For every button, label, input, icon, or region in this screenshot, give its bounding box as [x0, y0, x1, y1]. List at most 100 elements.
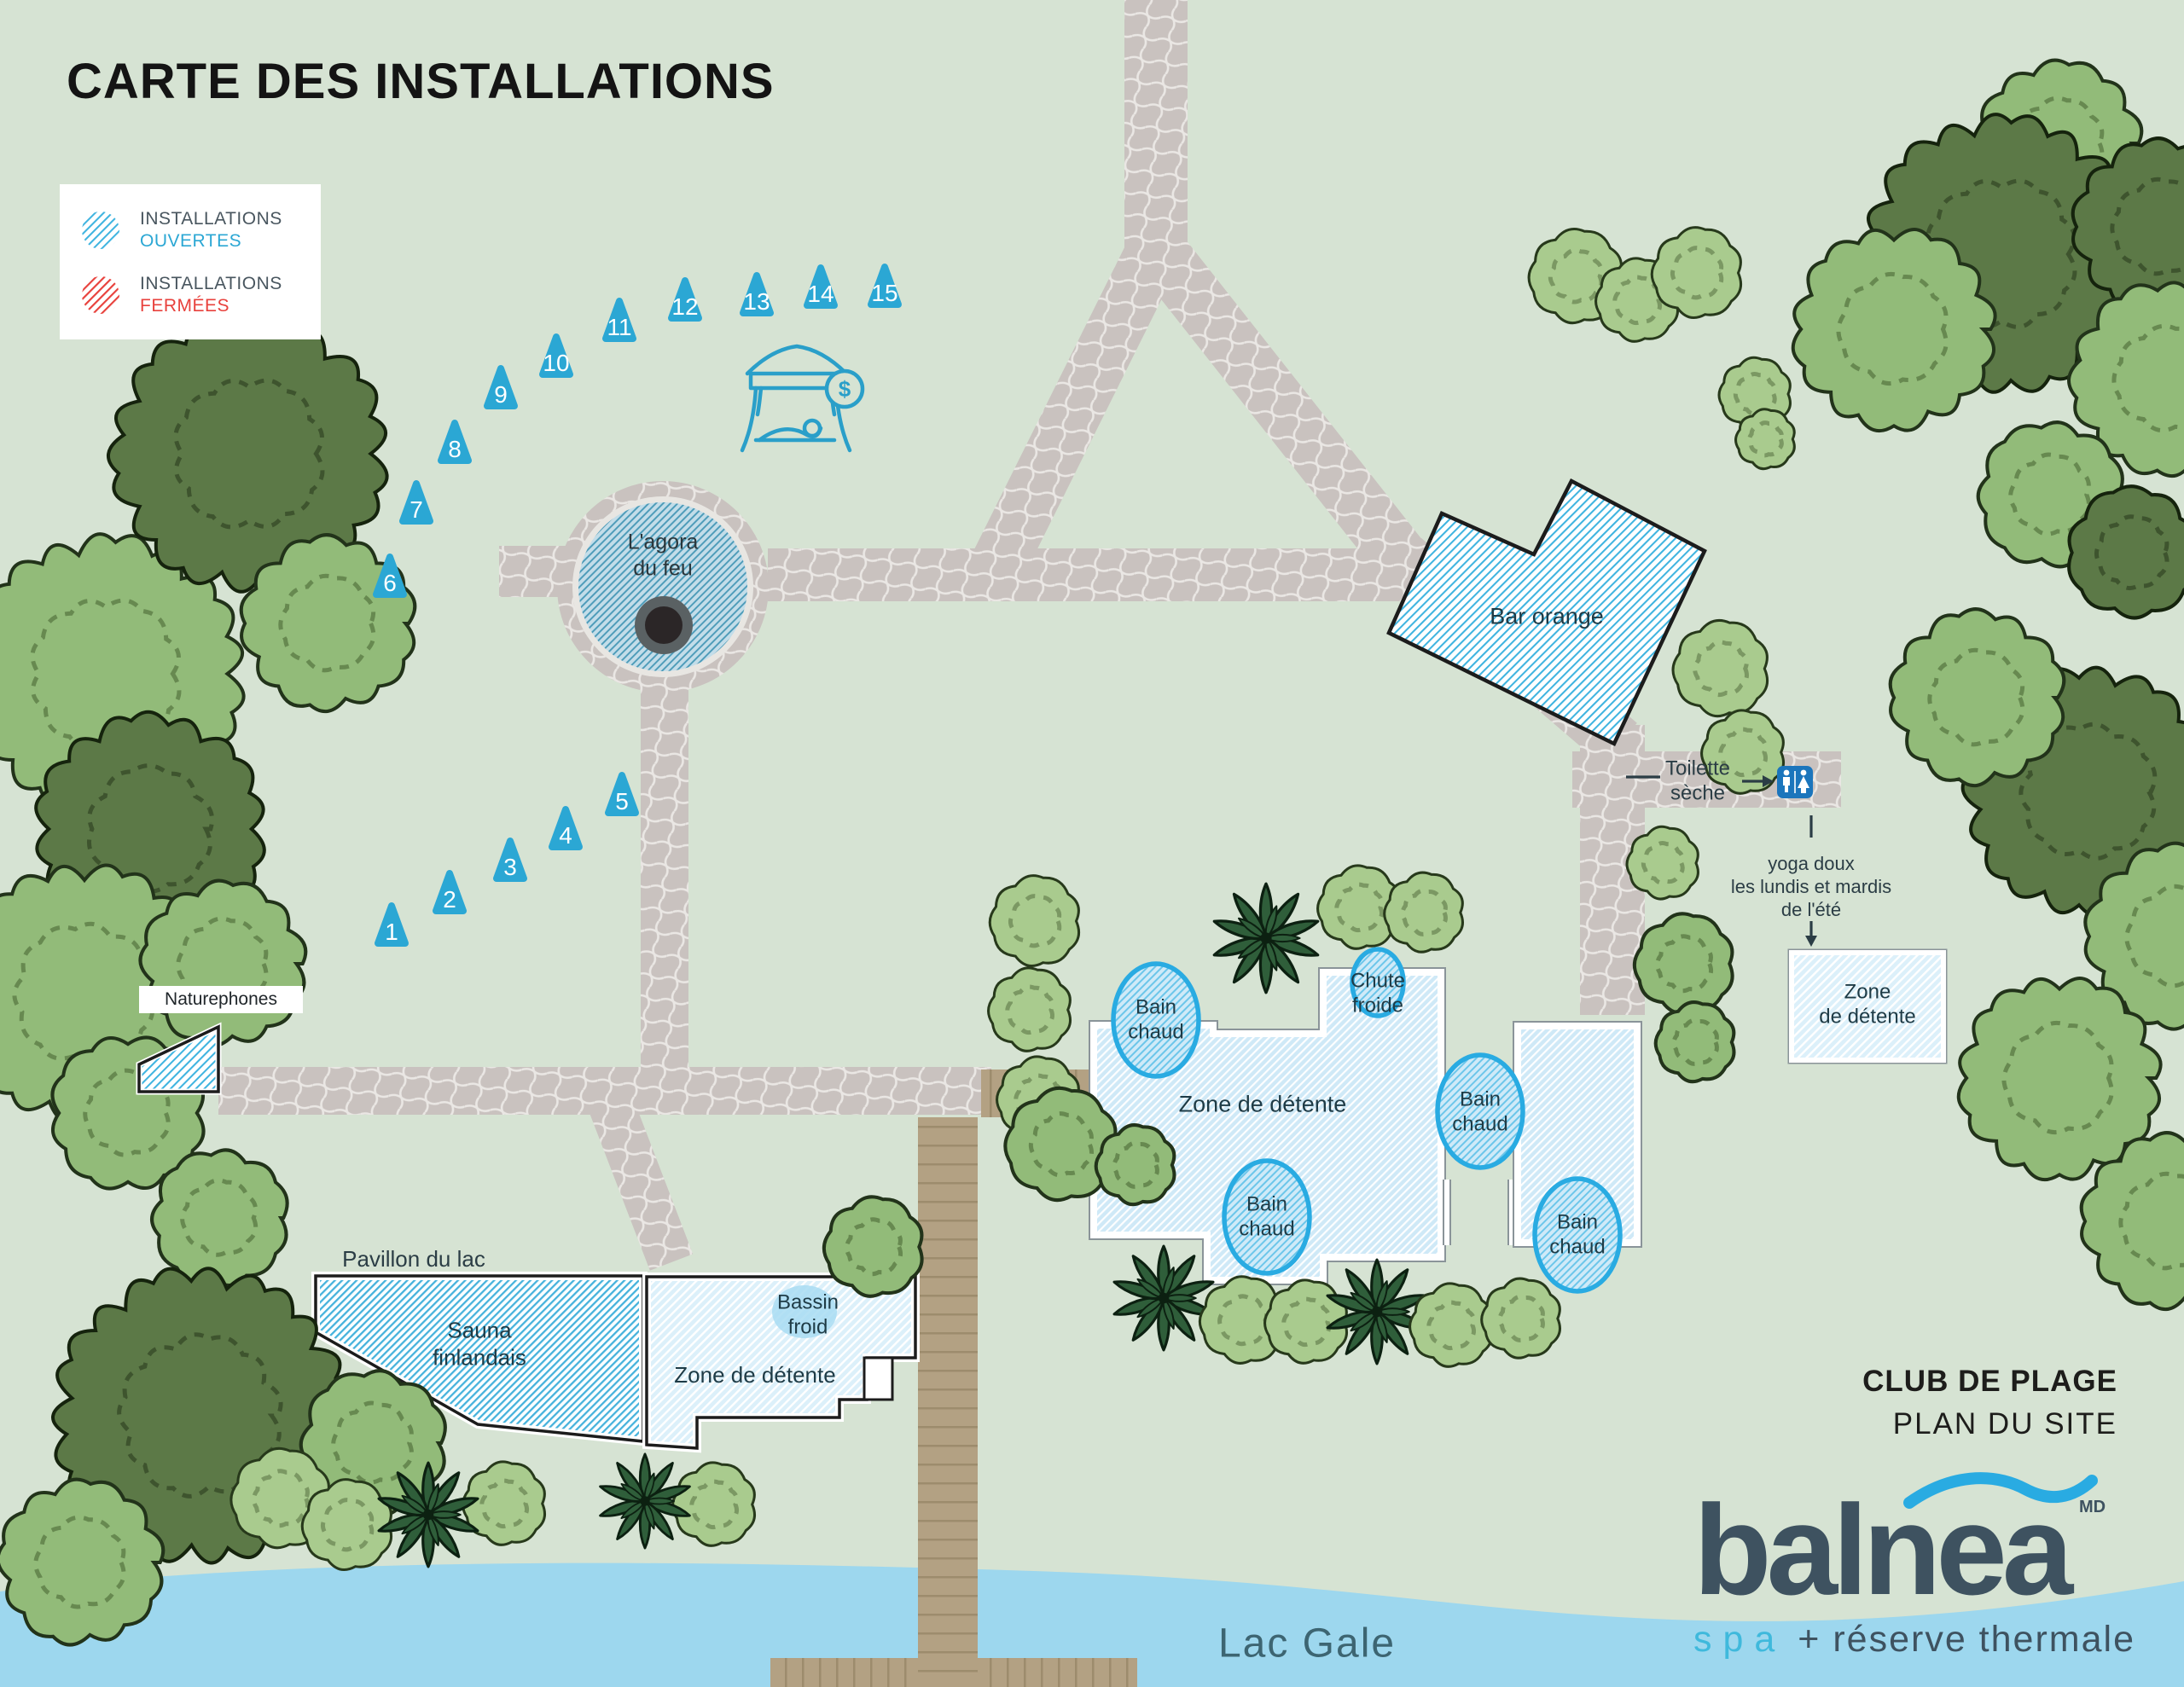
footer-title: CLUB DE PLAGE PLAN DU SITE — [1862, 1365, 2117, 1441]
bain-chaud-pool-2 — [1222, 1158, 1312, 1276]
tree-icon — [2071, 136, 2184, 317]
svg-text:5: 5 — [615, 788, 629, 815]
open-installations-icon — [82, 212, 119, 250]
svg-text:15: 15 — [871, 280, 897, 306]
marker-11: 11 — [602, 298, 636, 342]
bush-icon — [1480, 1277, 1561, 1359]
pavillon-label: Pavillon du lac — [342, 1246, 485, 1272]
tree-icon — [2079, 1131, 2184, 1312]
massage-tent-icon — [740, 344, 865, 453]
balnea-logo: balnea MD spa + réserve thermale — [1693, 1486, 2135, 1661]
bassin-froid-pool — [772, 1285, 837, 1338]
svg-text:7: 7 — [410, 496, 423, 523]
bush-icon — [1650, 226, 1743, 320]
marker-3: 3 — [493, 838, 527, 882]
tree-icon — [822, 1195, 924, 1298]
marker-1: 1 — [375, 902, 409, 947]
bush-icon — [1671, 619, 1769, 718]
bain-chaud-pool-4 — [1532, 1176, 1623, 1294]
club-de-plage: CLUB DE PLAGE — [1862, 1365, 2117, 1398]
bain-chaud-pool-1 — [1111, 961, 1201, 1079]
bush-icon — [987, 966, 1072, 1052]
dollar-badge: $ — [839, 376, 851, 402]
marker-13: 13 — [740, 272, 774, 316]
tree-icon — [1632, 912, 1734, 1015]
legend-open-line2: OUVERTES — [140, 231, 242, 252]
pier — [918, 1117, 978, 1687]
marker-10: 10 — [539, 333, 573, 378]
logo-tagline: spa + réserve thermale — [1693, 1619, 2135, 1661]
zone-detente-right-label: Zone de détente — [1819, 980, 1916, 1029]
marker-8: 8 — [438, 420, 472, 464]
marker-9: 9 — [484, 365, 518, 409]
zone-detente-right-box — [1787, 948, 1948, 1064]
svg-text:11: 11 — [607, 314, 631, 340]
lake-water — [0, 1562, 2184, 1687]
restroom-icon — [1777, 766, 1813, 798]
tree-icon — [239, 533, 417, 714]
marker-12: 12 — [668, 277, 702, 322]
legend: INSTALLATIONS OUVERTES INSTALLATIONS FER… — [60, 184, 321, 339]
steps — [863, 1356, 894, 1401]
bush-icon — [1734, 408, 1796, 471]
logo-tagline-rest: + réserve thermale — [1798, 1619, 2135, 1660]
legend-open-line1: INSTALLATIONS — [140, 209, 282, 229]
agora-du-feu — [557, 481, 769, 693]
naturephones-label: Naturephones — [139, 986, 303, 1013]
toilette-label: Toilette sèche — [1664, 757, 1731, 805]
bain-chaud-label-4: Bain chaud — [1549, 1210, 1606, 1259]
tree-icon — [1653, 1000, 1736, 1084]
logo-wave-icon — [1903, 1472, 2098, 1509]
naturephones-area — [136, 1022, 222, 1095]
svg-text:1: 1 — [385, 919, 398, 945]
svg-text:6: 6 — [383, 570, 397, 596]
bush-icon — [462, 1460, 547, 1546]
bain-chaud-pool-3 — [1435, 1052, 1525, 1170]
marker-6: 6 — [373, 554, 407, 598]
plan-du-site: PLAN DU SITE — [1892, 1407, 2117, 1441]
bain-chaud-label-2: Bain chaud — [1239, 1192, 1295, 1241]
svg-text:10: 10 — [543, 350, 569, 376]
vegetation — [0, 58, 2184, 1647]
legend-closed-row: INSTALLATIONS FERMÉES — [80, 273, 282, 318]
svg-text:2: 2 — [443, 886, 456, 913]
trail-markers: 1 2 3 4 5 6 7 8 9 10 11 12 13 14 15 — [373, 264, 902, 947]
tree-icon — [2067, 281, 2184, 478]
pavillon-du-lac-buildings — [311, 1272, 920, 1453]
marker-4: 4 — [549, 806, 583, 850]
bassin-froid-label: Bassin froid — [776, 1290, 839, 1339]
svg-text:13: 13 — [743, 288, 770, 315]
lake-label: Lac Gale — [1217, 1620, 1397, 1667]
bush-icon — [1198, 1275, 1287, 1365]
svg-text:3: 3 — [503, 854, 517, 880]
tree-icon — [1094, 1123, 1176, 1207]
tree-icon — [1888, 607, 2066, 788]
agora-label: L'agora du feu — [627, 530, 699, 581]
bush-icon — [300, 1478, 393, 1572]
logo-wordmark: balnea — [1693, 1478, 2073, 1621]
zone-detente-bottom-building — [645, 1275, 917, 1450]
bush-icon — [1383, 871, 1464, 954]
tree-icon — [2083, 841, 2184, 1031]
sauna-label: Sauna finlandais — [433, 1317, 526, 1370]
pools — [1111, 947, 1623, 1294]
marker-15: 15 — [868, 264, 902, 308]
bar-orange-building — [1386, 478, 1707, 747]
legend-closed-line1: INSTALLATIONS — [140, 274, 282, 293]
bush-icon — [988, 874, 1081, 968]
legend-open-row: INSTALLATIONS OUVERTES — [80, 208, 282, 253]
bush-icon — [1625, 825, 1699, 901]
bain-chaud-label-3: Bain chaud — [1452, 1087, 1508, 1136]
bar-orange-label: Bar orange — [1490, 603, 1604, 629]
bain-chaud-label-1: Bain chaud — [1128, 995, 1184, 1044]
bush-icon — [1263, 1278, 1349, 1365]
logo-trademark: MD — [2079, 1498, 2106, 1516]
tree-icon — [1003, 1086, 1118, 1203]
chute-froide-label: Chute froide — [1350, 969, 1406, 1017]
logo-tagline-spa: spa — [1693, 1619, 1786, 1660]
annotation-arrows — [1626, 775, 1817, 947]
marker-14: 14 — [804, 264, 838, 309]
chute-froide-pool — [1350, 947, 1406, 1018]
